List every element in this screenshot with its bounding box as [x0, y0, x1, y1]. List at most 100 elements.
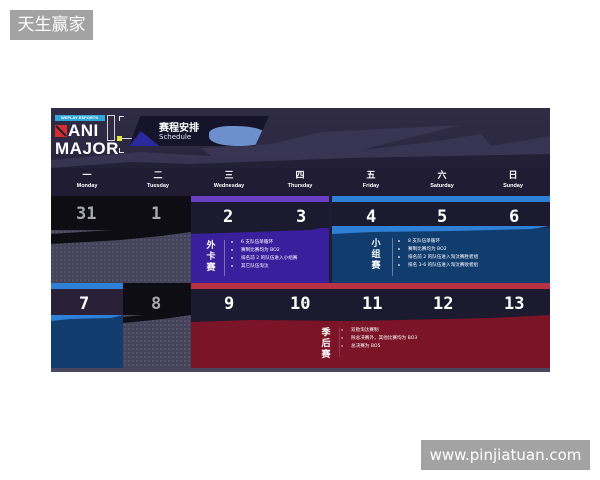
group-label: 小组赛: [371, 239, 381, 271]
rule-item: 6 支队伍单循环: [231, 239, 297, 247]
rule-item: 总决赛为 BO5: [341, 343, 417, 351]
rule-item: 赛制比赛均为 BO2: [398, 246, 478, 254]
weekday-en: Thursday: [287, 183, 313, 189]
group-rules-list: 8 支队伍单循环 赛制比赛均为 BO2 排名前 2 的队伍进入淘汰赛胜者组 排名…: [398, 238, 478, 270]
bullet-icon: [231, 256, 233, 259]
weekday-en: Wednesday: [213, 183, 245, 189]
playoffs-date-band: [191, 289, 550, 315]
schedule-poster: WEPLAY ESPORTS ANI MAJOR 赛程安排 Schedule 一…: [51, 108, 550, 372]
marker-dot-icon: [117, 136, 122, 141]
date-7: 7: [79, 294, 90, 314]
poster-header: WEPLAY ESPORTS ANI MAJOR 赛程安排 Schedule: [51, 108, 550, 168]
blue-header-bar: [51, 283, 123, 289]
weekday-en: Tuesday: [147, 183, 169, 189]
weekday-en: Monday: [76, 183, 98, 189]
date-2: 2: [223, 207, 234, 227]
weekday-cn: 日: [508, 171, 518, 181]
weekday-sunday: 日 Sunday: [477, 171, 549, 190]
wildcard-header-bar: [191, 196, 329, 202]
brush-stroke: [332, 226, 550, 234]
wildcard-stage-cell: 2 3 外卡赛 6 支队伍单循环 赛制比赛均为 BO2 排名前 2 的队伍进入小…: [191, 196, 329, 283]
rule-item: 双败淘汰赛制: [341, 327, 417, 335]
weekday-saturday: 六 Saturday: [406, 171, 478, 190]
stage-divider: [392, 238, 393, 276]
lightning-decoration: [51, 125, 550, 168]
playoffs-stage-cell: 9 10 11 12 13 季后赛 双败淘汰赛制 除总决赛外，其他比赛均为 BO…: [191, 283, 550, 372]
weekday-en: Friday: [362, 183, 380, 189]
brush-stroke: [51, 315, 123, 321]
dota-icon: [55, 125, 67, 137]
bullet-icon: [231, 248, 233, 251]
week1-inactive-cell: 31 1: [51, 196, 191, 283]
bullet-icon: [398, 263, 400, 266]
date-10: 10: [290, 294, 311, 314]
bullet-icon: [341, 328, 343, 331]
bullet-icon: [341, 336, 343, 339]
weekday-friday: 五 Friday: [335, 171, 407, 190]
bracket-corner-icon: [119, 116, 124, 121]
bullet-icon: [341, 344, 343, 347]
group-header-bar: [332, 196, 550, 202]
logo-major: MAJOR: [55, 139, 119, 158]
brush-stroke: [191, 315, 550, 322]
stage-divider: [224, 240, 225, 276]
date-8: 8: [151, 294, 162, 314]
playoffs-header-bar: [191, 283, 550, 289]
watermark-top: 天生赢家: [10, 10, 93, 40]
rule-item: 8 支队伍单循环: [398, 238, 478, 246]
rule-item: 赛制比赛均为 BO2: [231, 247, 297, 255]
brush-stroke: [123, 309, 191, 323]
weekday-thursday: 四 Thursday: [264, 171, 336, 190]
date-9: 9: [224, 294, 235, 314]
playoffs-rules-list: 双败淘汰赛制 除总决赛外，其他比赛均为 BO3 总决赛为 BO5: [341, 327, 417, 351]
date-5: 5: [437, 207, 448, 227]
bullet-icon: [231, 264, 233, 267]
brush-stroke: [191, 226, 329, 234]
weekday-cn: 五: [366, 171, 376, 181]
date-6: 6: [509, 207, 520, 227]
weekday-cn: 二: [153, 171, 163, 181]
weekday-en: Saturday: [430, 183, 454, 189]
weekday-cn: 一: [82, 171, 92, 181]
title-en: Schedule: [159, 133, 192, 141]
group-stage-cell: 4 5 6 小组赛 8 支队伍单循环 赛制比赛均为 BO2 排名前 2 的队伍进…: [332, 196, 550, 283]
weekday-wednesday: 三 Wednesday: [193, 171, 265, 190]
bullet-icon: [398, 255, 400, 258]
bullet-icon: [398, 239, 400, 242]
bullet-icon: [398, 247, 400, 250]
rule-item: 排名前 2 的队伍进入小组赛: [231, 255, 297, 263]
weekday-cn: 四: [295, 171, 305, 181]
weekday-en: Sunday: [503, 183, 523, 189]
rule-item: 排名 3-6 的队伍进入淘汰赛败者组: [398, 262, 478, 270]
date-1: 1: [151, 204, 162, 224]
date-12: 12: [433, 294, 454, 314]
weekday-cn: 六: [437, 171, 447, 181]
ani-major-logo: WEPLAY ESPORTS ANI MAJOR: [55, 113, 119, 161]
date-13: 13: [504, 294, 525, 314]
schedule-title-banner: 赛程安排 Schedule: [129, 116, 269, 146]
bracket-corner-icon: [119, 148, 124, 153]
title-cn: 赛程安排: [159, 123, 199, 134]
connector-line: [121, 138, 139, 139]
week2-inactive-cell: 8: [123, 283, 191, 372]
watermark-bottom: www.pinjiatuan.com: [421, 440, 590, 470]
banner-swirl: [209, 126, 269, 146]
rule-item: 其它队伍淘汰: [231, 263, 297, 271]
logo-side-box: [107, 115, 115, 141]
wildcard-date-band: [191, 202, 329, 228]
date-11: 11: [362, 294, 383, 314]
stage-divider: [339, 327, 340, 357]
wildcard-rules-list: 6 支队伍单循环 赛制比赛均为 BO2 排名前 2 的队伍进入小组赛 其它队伍淘…: [231, 239, 297, 271]
bullet-icon: [231, 240, 233, 243]
date-3: 3: [296, 207, 307, 227]
rule-item: 排名前 2 的队伍进入淘汰赛胜者组: [398, 254, 478, 262]
weekday-monday: 一 Monday: [51, 171, 123, 190]
date-4: 4: [366, 207, 377, 227]
weekday-tuesday: 二 Tuesday: [122, 171, 194, 190]
rule-item: 除总决赛外，其他比赛均为 BO3: [341, 335, 417, 343]
logo-ani: ANI: [68, 121, 99, 140]
playoffs-label: 季后赛: [321, 328, 331, 360]
group-date-band: [332, 202, 550, 228]
weekday-cn: 三: [224, 171, 234, 181]
weplay-badge: WEPLAY ESPORTS: [55, 115, 105, 121]
